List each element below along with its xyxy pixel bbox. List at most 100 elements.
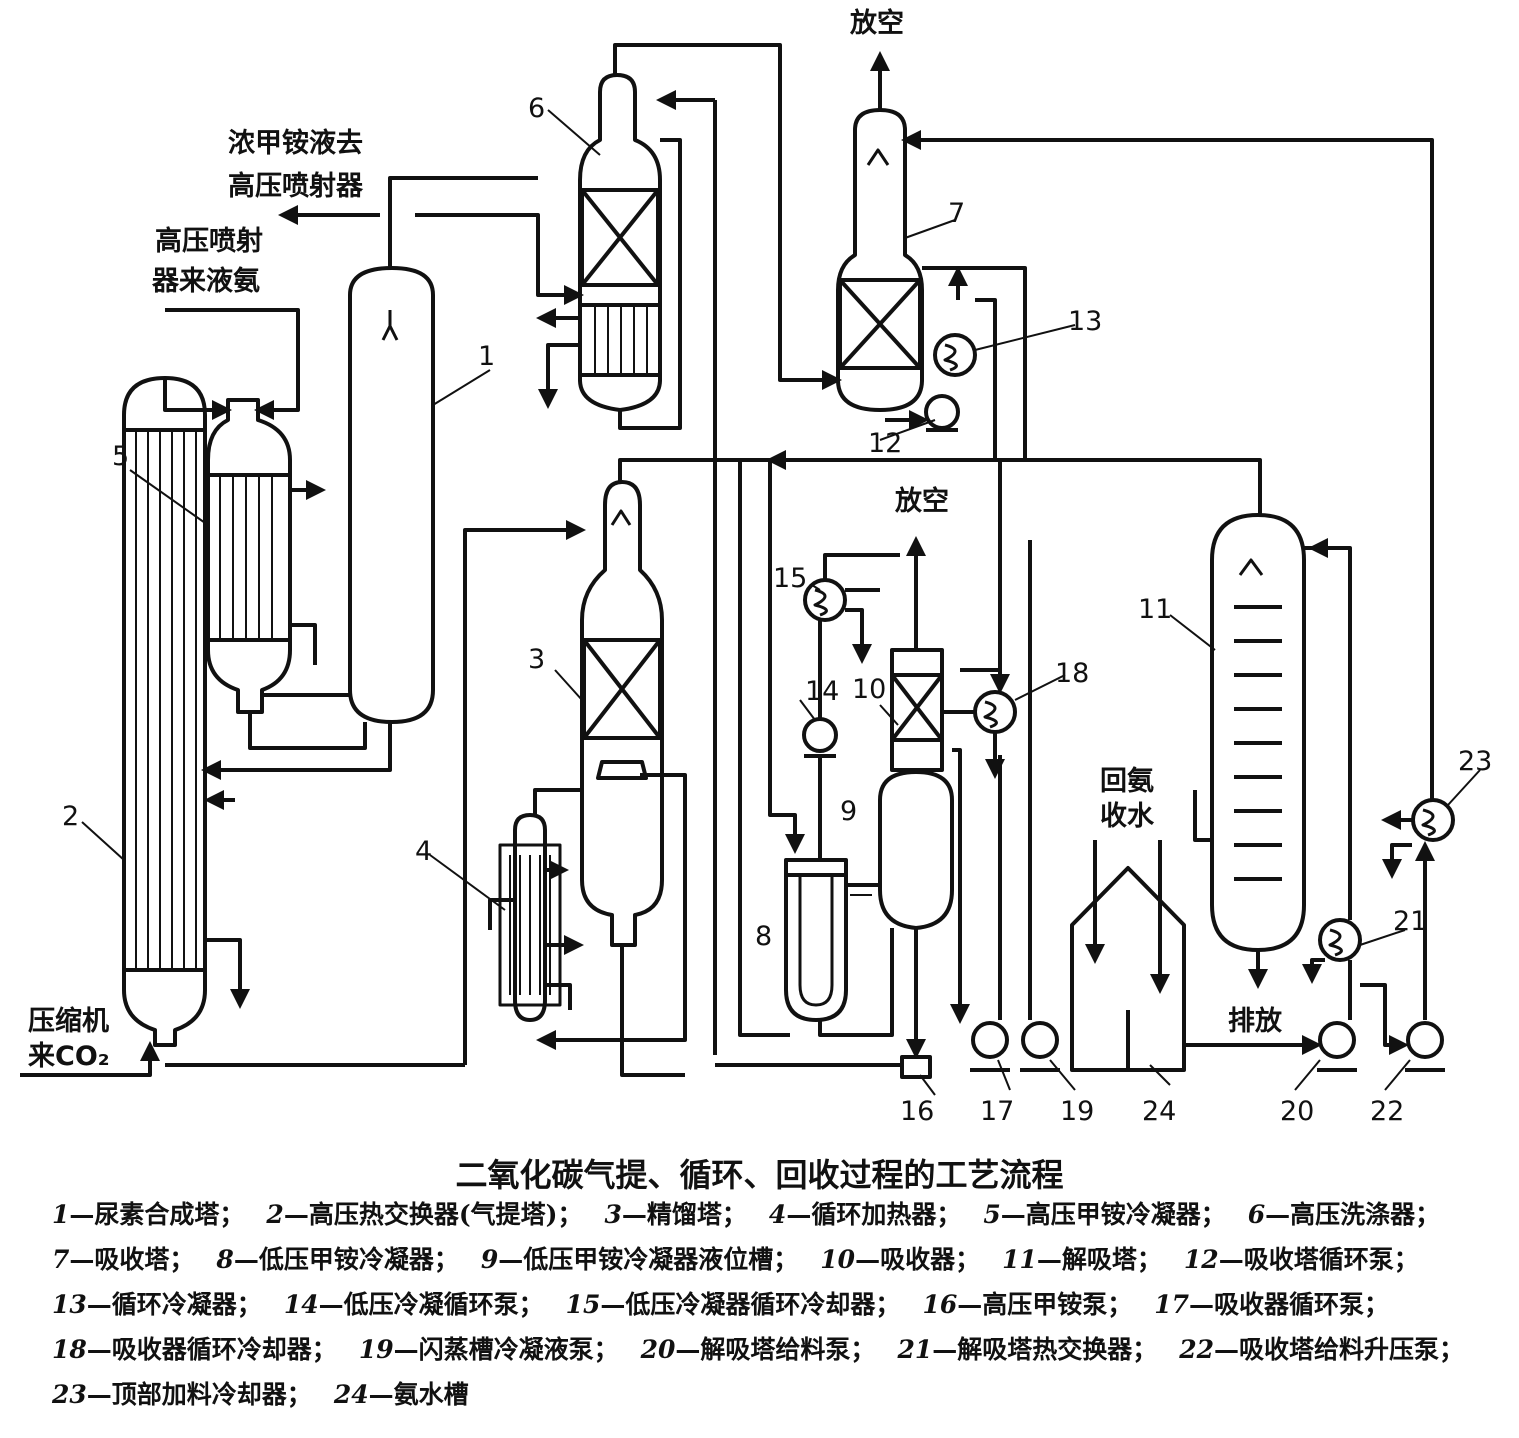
carbamate-out-label-2: 高压喷射器	[228, 170, 364, 202]
legend-text: —吸收塔循环泵；	[1218, 1245, 1419, 1274]
legend-item-23: 23—顶部加料冷却器；	[52, 1372, 312, 1417]
legend-item-11: 11—解吸塔；	[1002, 1237, 1162, 1282]
legend-text: —低压甲铵冷凝器液位槽；	[498, 1245, 799, 1274]
legend-number: 14	[283, 1290, 319, 1319]
legend-text: —低压冷凝器循环冷却器；	[600, 1290, 901, 1319]
equipment-number-20: 20	[1280, 1096, 1314, 1127]
legend-text: —循环加热器；	[786, 1200, 962, 1229]
pumps	[802, 394, 1445, 1079]
legend-item-9: 9—低压甲铵冷凝器液位槽；	[481, 1237, 798, 1282]
legend-text: —低压冷凝循环泵；	[318, 1290, 544, 1319]
legend-item-10: 10—吸收器；	[820, 1237, 980, 1282]
equipment-number-22: 22	[1370, 1096, 1404, 1127]
co2-in-label-1: 压缩机	[28, 1005, 109, 1037]
ammonia-in-label-1: 高压喷射	[155, 225, 263, 257]
equipment-number-17: 17	[980, 1096, 1014, 1127]
legend-text: —解吸塔给料泵；	[675, 1335, 876, 1364]
hp-carbamate-condenser	[206, 398, 292, 714]
recovery-water-label-1: 回氨	[1100, 766, 1154, 797]
absorption-tower	[836, 108, 924, 412]
legend-text: —尿素合成塔；	[69, 1200, 245, 1229]
legend-text: —解吸塔；	[1036, 1245, 1162, 1274]
legend-number: 3	[604, 1200, 622, 1229]
equipment-number-23: 23	[1458, 746, 1492, 777]
legend-number: 19	[358, 1335, 394, 1364]
legend-number: 1	[52, 1200, 70, 1229]
legend-item-5: 5—高压甲铵冷凝器；	[983, 1192, 1225, 1237]
legend-item-22: 22—吸收塔给料升压泵；	[1179, 1327, 1464, 1372]
vent-label-top: 放空	[849, 7, 904, 39]
discharge-label: 排放	[1228, 1005, 1283, 1037]
co2-in-label-2: 来CO₂	[28, 1041, 110, 1072]
equipment-legend: 1—尿素合成塔；2—高压热交换器(气提塔)；3—精馏塔；4—循环加热器；5—高压…	[52, 1192, 1492, 1417]
equipment-number-14: 14	[805, 676, 839, 707]
legend-number: 24	[333, 1380, 369, 1409]
legend-item-7: 7—吸收塔；	[52, 1237, 194, 1282]
legend-number: 12	[1183, 1245, 1219, 1274]
equipment-number-13: 13	[1068, 306, 1102, 337]
legend-text: —氨水槽	[368, 1380, 469, 1409]
legend-item-3: 3—精馏塔；	[605, 1192, 747, 1237]
legend-item-13: 13—循环冷凝器；	[52, 1282, 262, 1327]
equipment-number-8: 8	[755, 921, 772, 952]
urea-synthesis-tower	[348, 266, 435, 724]
circulation-heater	[498, 813, 562, 1022]
legend-item-18: 18—吸收器循环冷却器；	[52, 1327, 337, 1372]
recovery-water-label-2: 收水	[1100, 801, 1155, 832]
lp-carbamate-condenser	[784, 858, 848, 1022]
legend-number: 18	[52, 1335, 87, 1364]
equipment-number-10: 10	[852, 674, 886, 705]
legend-item-16: 16—高压甲铵泵；	[922, 1282, 1132, 1327]
legend-item-8: 8—低压甲铵冷凝器；	[216, 1237, 458, 1282]
legend-item-24: 24—氨水槽	[334, 1372, 469, 1417]
equipment-number-18: 18	[1055, 658, 1089, 689]
legend-item-20: 20—解吸塔给料泵；	[641, 1327, 876, 1372]
desorption-tower	[1210, 513, 1306, 952]
leader-lines	[81, 109, 1481, 1096]
hp-scrubber	[578, 73, 662, 412]
equipment-number-11: 11	[1138, 594, 1172, 625]
legend-number: 8	[216, 1245, 234, 1274]
legend-text: —闪蒸槽冷凝液泵；	[393, 1335, 619, 1364]
legend-number: 15	[565, 1290, 601, 1319]
legend-number: 23	[52, 1380, 87, 1409]
legend-item-14: 14—低压冷凝循环泵；	[284, 1282, 544, 1327]
legend-text: —解吸塔热交换器；	[932, 1335, 1158, 1364]
equipment-number-3: 3	[528, 644, 545, 675]
legend-number: 5	[983, 1200, 1001, 1229]
legend-number: 6	[1247, 1200, 1266, 1229]
legend-item-4: 4—循环加热器；	[769, 1192, 961, 1237]
legend-item-2: 2—高压热交换器(气提塔)；	[266, 1192, 582, 1237]
vent-label-mid: 放空	[894, 485, 949, 517]
legend-number: 17	[1154, 1290, 1190, 1319]
process-flow-diagram: 放空 放空 浓甲铵液去 高压喷射器 高压喷射 器来液氨 压缩机 来CO₂ 回氨 …	[20, 7, 1492, 1127]
equipment-number-1: 1	[478, 341, 495, 372]
legend-item-21: 21—解吸塔热交换器；	[897, 1327, 1157, 1372]
equipment-number-21: 21	[1393, 906, 1427, 937]
legend-number: 9	[480, 1245, 499, 1274]
legend-item-19: 19—闪蒸槽冷凝液泵；	[359, 1327, 619, 1372]
equipment-number-16: 16	[900, 1096, 934, 1127]
legend-text: —精馏塔；	[621, 1200, 747, 1229]
legend-text: —吸收塔；	[69, 1245, 195, 1274]
equipment-number-19: 19	[1060, 1096, 1094, 1127]
legend-text: —高压甲铵冷凝器；	[1000, 1200, 1226, 1229]
legend-number: 13	[52, 1290, 87, 1319]
legend-text: —高压热交换器(气提塔)；	[283, 1200, 583, 1229]
ammonia-in-label-2: 器来液氨	[151, 266, 260, 297]
legend-number: 22	[1179, 1335, 1215, 1364]
legend-item-15: 15—低压冷凝器循环冷却器；	[566, 1282, 901, 1327]
legend-number: 20	[640, 1335, 676, 1364]
ammonia-water-tank	[1070, 866, 1186, 1072]
legend-number: 7	[52, 1245, 70, 1274]
piping	[20, 43, 1435, 1077]
legend-number: 10	[820, 1245, 856, 1274]
legend-text: —吸收器循环泵；	[1189, 1290, 1390, 1319]
legend-text: —吸收器；	[855, 1245, 981, 1274]
lp-level-tank-and-absorber	[878, 648, 954, 930]
equipment-number-4: 4	[415, 836, 432, 867]
legend-text: —吸收器循环冷却器；	[86, 1335, 337, 1364]
stripper-heat-exchanger	[122, 376, 207, 1047]
legend-text: —顶部加料冷却器；	[86, 1380, 312, 1409]
legend-number: 4	[768, 1200, 787, 1229]
